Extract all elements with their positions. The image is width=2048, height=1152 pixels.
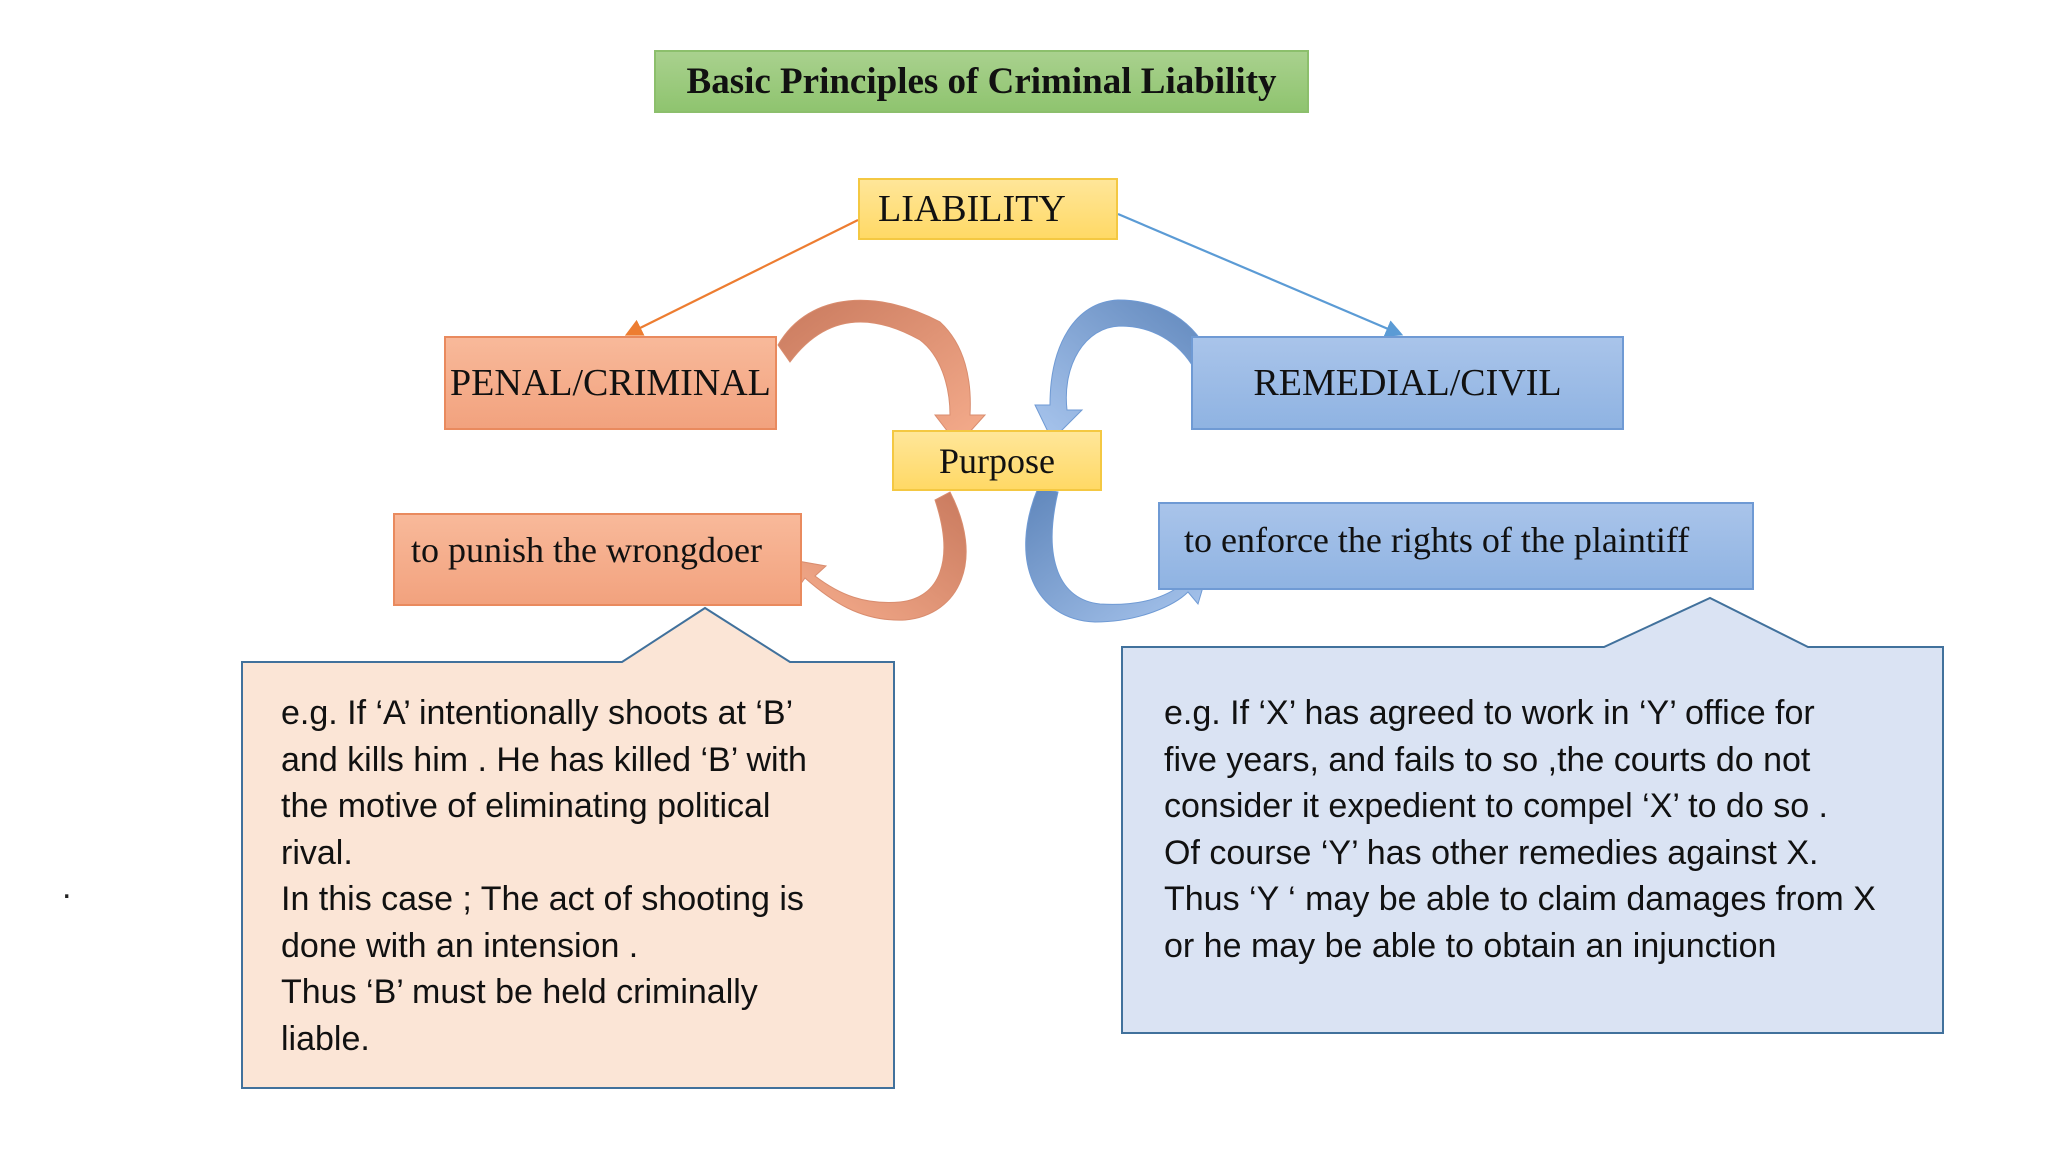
connector-liability-to-remedial xyxy=(1117,212,1404,337)
diagram-title: Basic Principles of Criminal Liability xyxy=(654,50,1309,113)
example-criminal-line: the motive of eliminating political xyxy=(281,787,771,825)
example-criminal-line: Thus ‘B’ must be held criminally xyxy=(281,973,758,1011)
node-penal-criminal: PENAL/CRIMINAL xyxy=(444,336,777,430)
example-civil-line: e.g. If ‘X’ has agreed to work in ‘Y’ of… xyxy=(1164,694,1815,732)
example-civil-line: Thus ‘Y ‘ may be able to claim damages f… xyxy=(1164,880,1876,918)
example-criminal-line: In this case ; The act of shooting is xyxy=(281,880,804,918)
node-punish-wrongdoer: to punish the wrongdoer xyxy=(393,513,802,606)
curved-arrow-penal-to-purpose xyxy=(777,299,987,446)
example-civil-line: or he may be able to obtain an injunctio… xyxy=(1164,926,1777,965)
node-enforce-rights: to enforce the rights of the plaintiff xyxy=(1158,502,1754,590)
example-civil-text: e.g. If ‘X’ has agreed to work in ‘Y’ of… xyxy=(1164,690,1876,969)
curved-arrow-purpose-to-enforce xyxy=(1025,487,1209,623)
callout-right xyxy=(1121,596,1944,1034)
example-criminal-line: e.g. If ‘A’ intentionally shoots at ‘B’ xyxy=(281,694,794,732)
node-liability: LIABILITY xyxy=(858,178,1118,240)
stray-dot-mark: . xyxy=(62,868,72,906)
example-criminal-line: rival. xyxy=(281,833,353,872)
example-criminal-text: e.g. If ‘A’ intentionally shoots at ‘B’ … xyxy=(281,690,807,1062)
example-criminal-line: liable. xyxy=(281,1019,370,1058)
curved-arrow-remedial-to-purpose xyxy=(1034,299,1213,441)
node-purpose: Purpose xyxy=(892,430,1102,491)
callout-left xyxy=(241,606,895,1089)
example-criminal-line: done with an intension . xyxy=(281,926,639,965)
connector-liability-to-penal xyxy=(624,219,859,336)
example-civil-line: consider it expedient to compel ‘X’ to d… xyxy=(1164,787,1828,825)
example-civil-line: Of course ‘Y’ has other remedies against… xyxy=(1164,833,1819,872)
node-remedial-civil: REMEDIAL/CIVIL xyxy=(1191,336,1624,430)
example-criminal-line: and kills him . He has killed ‘B’ with xyxy=(281,740,807,779)
curved-arrow-purpose-to-punish xyxy=(791,491,967,621)
example-civil-line: five years, and fails to so ,the courts … xyxy=(1164,740,1811,779)
